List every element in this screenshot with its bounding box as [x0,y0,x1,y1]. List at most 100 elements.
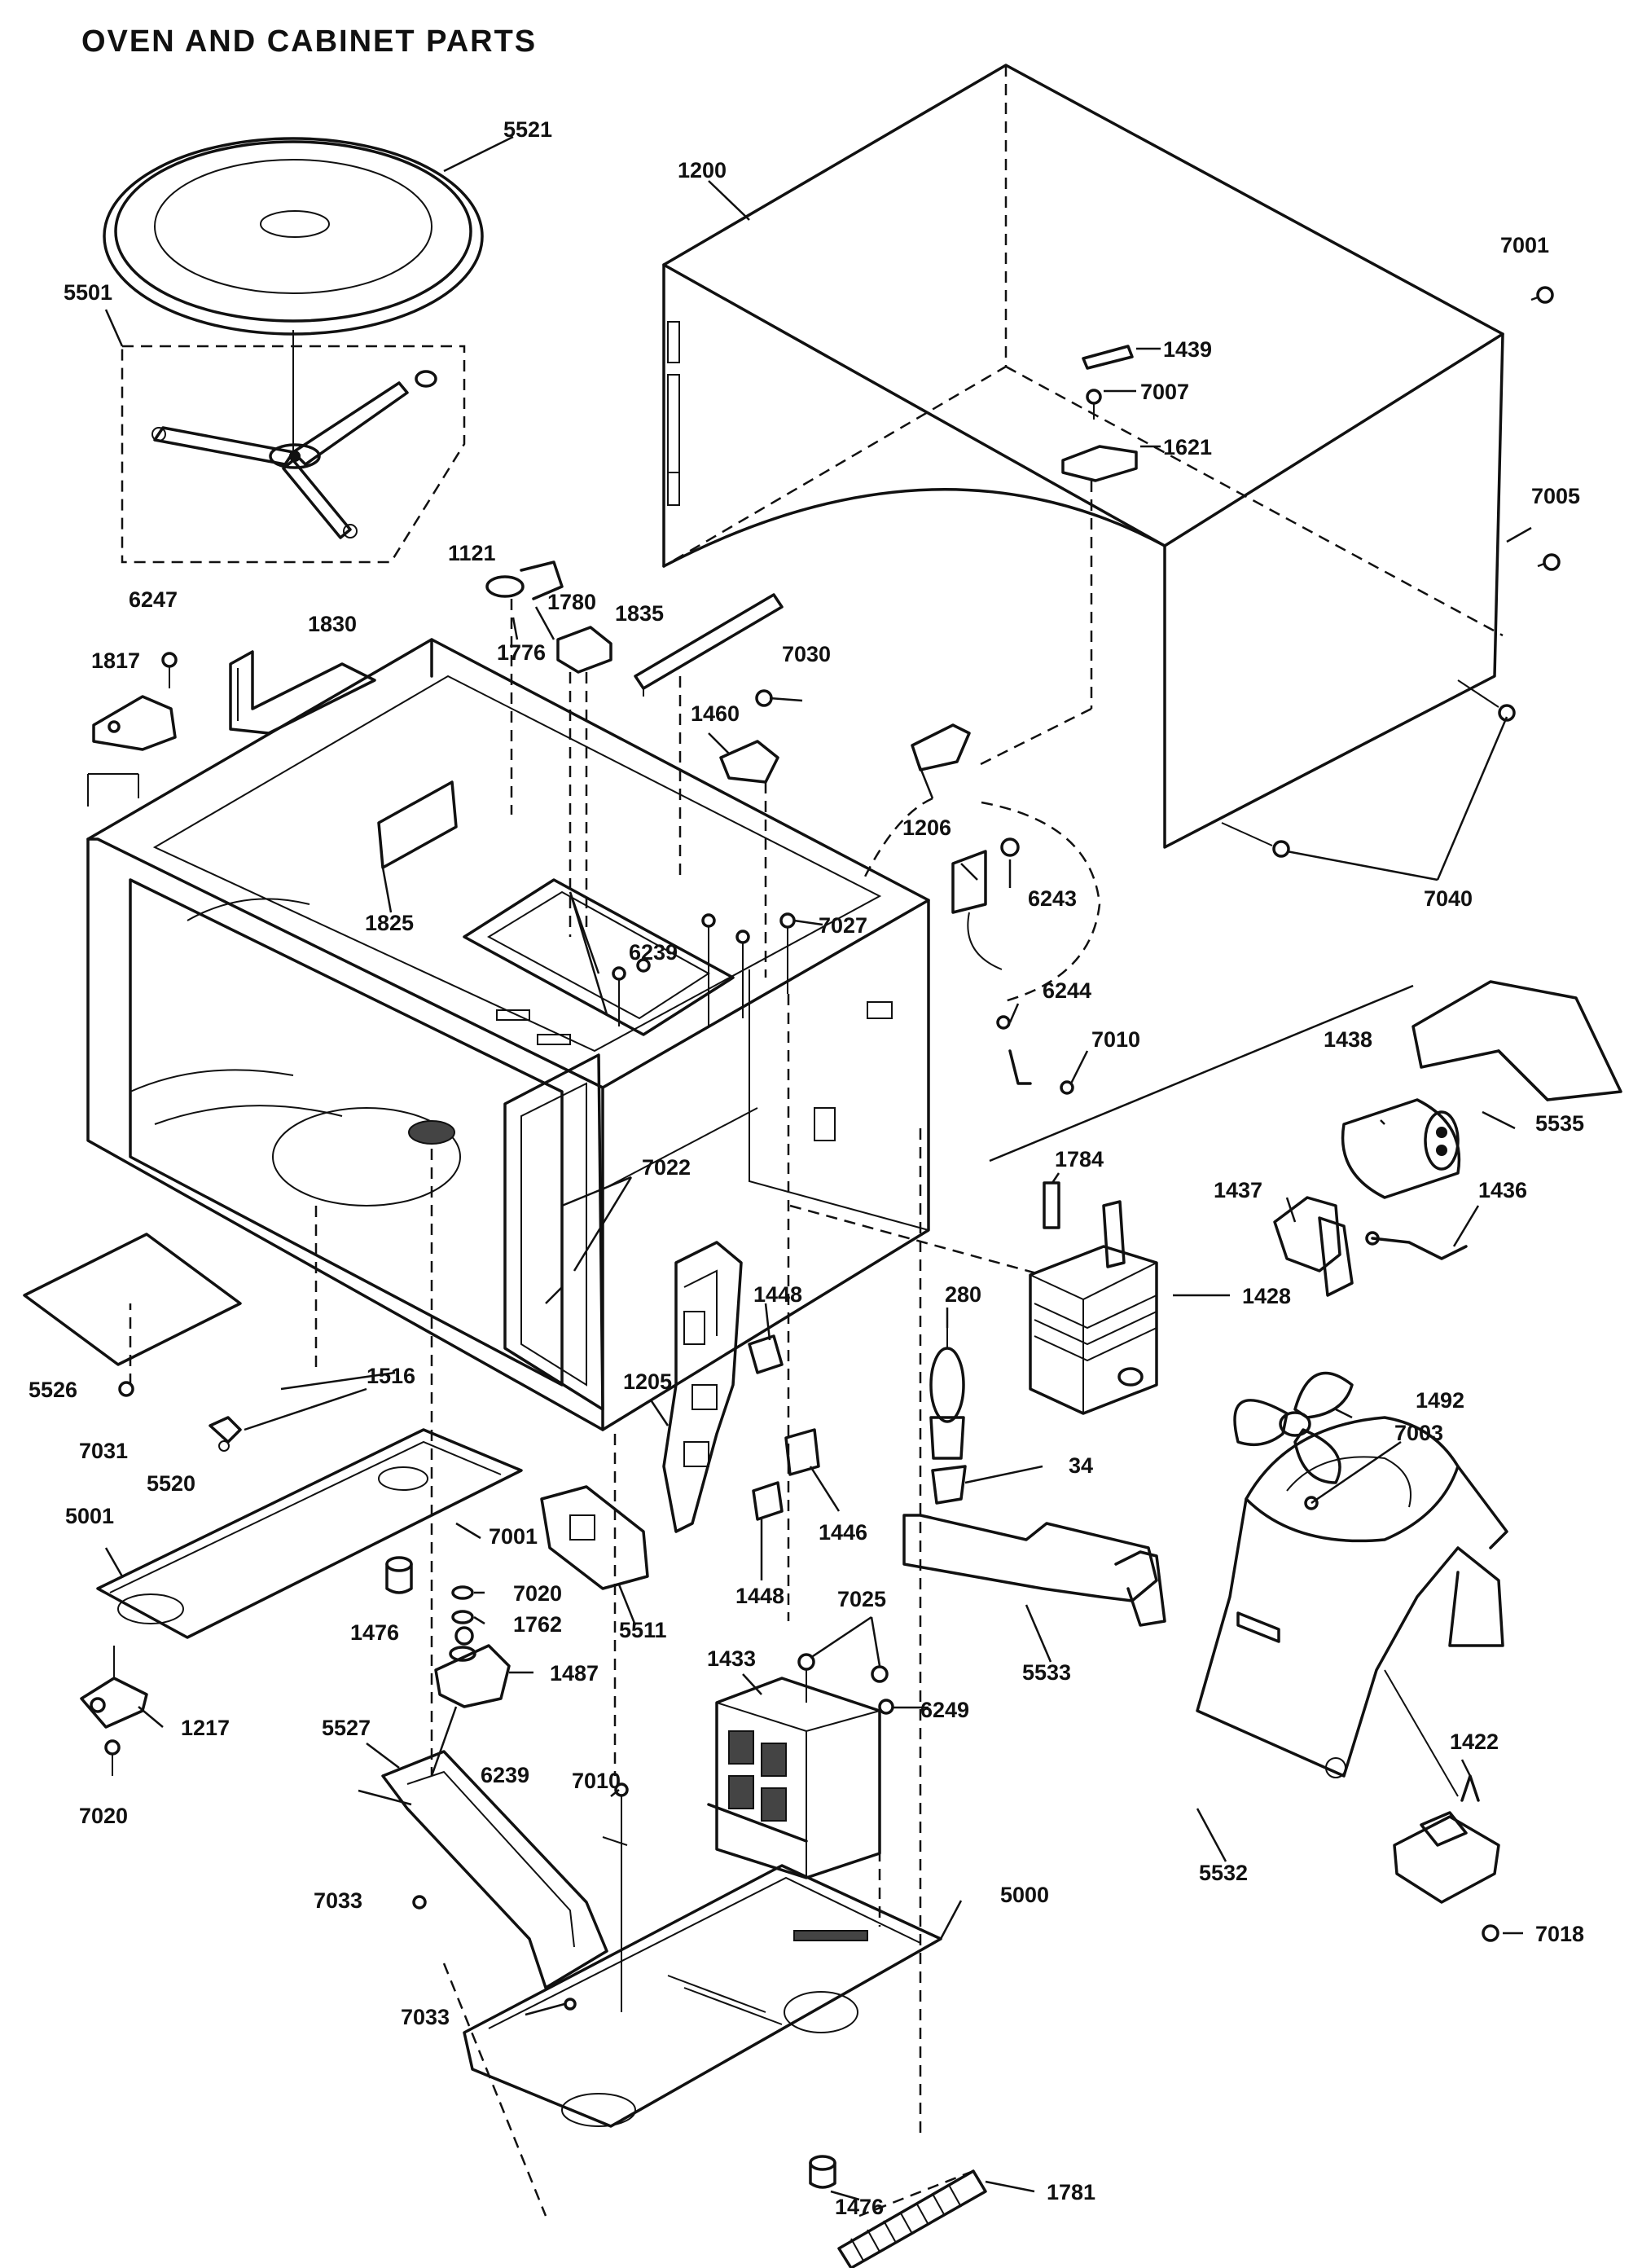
fan-duct-5532 [1196,1416,1508,1778]
label-7010-lower: 7010 [572,1769,621,1793]
label-280: 280 [945,1282,981,1307]
base-plate-5000 [463,1864,942,2128]
label-1516: 1516 [367,1364,415,1388]
clip-7010-lower [602,1782,629,2012]
insulation-1825 [377,780,458,869]
label-1830: 1830 [308,612,357,636]
label-5501: 5501 [64,280,112,305]
label-1121: 1121 [448,541,496,565]
lamp-socket-34 [931,1465,967,1505]
label-1825: 1825 [365,911,414,935]
foot-1476-left [385,1556,413,1594]
label-5521: 5521 [503,117,552,142]
label-1487: 1487 [550,1661,599,1686]
label-7001-top: 7001 [1500,233,1549,257]
label-1781: 1781 [1047,2180,1095,2204]
label-5535: 5535 [1535,1111,1584,1136]
label-1476-left: 1476 [350,1620,399,1645]
switch-1448-bottom [752,1481,784,1521]
bracket-1817 [87,695,177,807]
label-1476-right: 1476 [835,2195,884,2219]
label-1817: 1817 [91,648,140,673]
label-7027: 7027 [819,913,867,938]
label-5000: 5000 [1000,1883,1049,1907]
screw-7033-right [564,1998,577,2011]
transformer-1433 [707,1677,881,1879]
screw-7020-left [104,1739,121,1776]
label-7020-left: 7020 [79,1804,128,1828]
label-5532: 5532 [1199,1861,1248,1885]
label-7018: 7018 [1535,1922,1584,1946]
label-1437: 1437 [1214,1178,1262,1202]
label-6244: 6244 [1043,978,1091,1003]
screw-7003 [1304,1496,1319,1510]
label-6239-bottom: 6239 [481,1763,529,1787]
screws-6239-top [612,913,750,1026]
base-plate-5001 [96,1428,523,1639]
label-7010-top: 7010 [1091,1027,1140,1052]
label-1206: 1206 [902,815,951,840]
insulation-1835 [634,593,784,880]
label-7005: 7005 [1531,484,1580,508]
label-1200: 1200 [678,158,727,182]
foot-1476-right [809,2155,836,2189]
power-cord-1206 [862,723,1101,1004]
label-5001: 5001 [65,1504,114,1528]
label-6239-top: 6239 [629,940,678,965]
label-1438: 1438 [1324,1027,1372,1052]
latch-assembly-1205 [662,1241,743,1533]
screw-7001 [1530,286,1554,304]
screw-7027 [779,912,796,994]
label-34: 34 [1069,1453,1093,1478]
label-7007: 7007 [1140,380,1189,404]
label-5533: 5533 [1022,1660,1071,1685]
oven-cavity-chassis [86,638,930,1431]
label-1621: 1621 [1163,435,1212,459]
label-1492: 1492 [1416,1388,1464,1413]
label-5527: 5527 [322,1716,371,1740]
bracket-1621 [977,445,1138,767]
fan-blade-1492 [1233,1371,1354,1484]
leader-lines [104,135,1532,2217]
label-1205: 1205 [623,1369,672,1394]
interlock-switch-1439 [1082,345,1134,370]
thermal-protector-1780 [556,626,612,937]
screw-7033-left [412,1895,427,1910]
turntable-tray [103,137,484,452]
label-6247: 6247 [129,587,178,612]
motor-cover-5527 [381,1750,608,1989]
insulation-1830 [229,650,376,735]
lamp-280 [929,1328,965,1460]
label-1446: 1446 [819,1520,867,1545]
bracket-5511 [540,1485,649,1590]
label-5520: 5520 [147,1471,195,1496]
screw-6247 [161,652,178,688]
label-7031: 7031 [79,1439,128,1463]
magnetron-1428 [1029,1200,1158,1415]
label-7022: 7022 [642,1155,691,1180]
label-7040: 7040 [1424,886,1473,911]
label-6249: 6249 [920,1698,969,1722]
label-6243: 6243 [1028,886,1077,911]
label-1835: 1835 [615,601,664,626]
roller-support [121,345,466,564]
motor-bracket-1217 [80,1646,148,1729]
outer-cabinet [662,64,1504,849]
label-1448-bottom: 1448 [735,1584,784,1608]
switch-1448-top [748,1334,784,1374]
label-7033-left: 7033 [314,1888,362,1913]
label-7020-mid: 7020 [513,1581,562,1606]
rack-1781 [837,2169,987,2268]
label-7003: 7003 [1394,1421,1443,1445]
label-7033-right: 7033 [401,2005,450,2029]
label-1436: 1436 [1478,1178,1527,1202]
screw-7007 [1086,389,1102,420]
capacitor-bracket-1437 [1273,1196,1354,1297]
capacitor-1438 [1341,1098,1461,1199]
switch-1446 [784,1428,820,1476]
label-7001-lower: 7001 [489,1524,538,1549]
cover-5526 [23,1233,242,1366]
label-1217: 1217 [181,1716,230,1740]
label-1780: 1780 [547,590,596,614]
